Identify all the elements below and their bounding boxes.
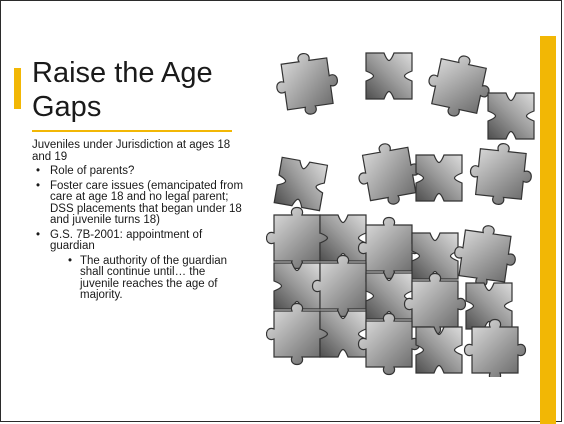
bullet-item-text: G.S. 7B-2001: appointment of guardian [50,228,203,252]
intro-text: Juveniles under Jurisdiction at ages 18 … [32,139,231,163]
right-accent-bar [540,36,556,424]
bullet-item-guardian: G.S. 7B-2001: appointment of guardian Th… [32,228,246,302]
title-underline [32,130,232,132]
sub-bullet-item: The authority of the guardian shall cont… [50,255,246,302]
sub-bullet-list: The authority of the guardian shall cont… [50,255,246,302]
title-accent-bar [14,68,21,109]
slide-title: Raise the Age Gaps [32,57,213,123]
bullet-list: Role of parents? Foster care issues (ema… [32,165,246,302]
slide-body: Juveniles under Jurisdiction at ages 18 … [32,139,246,305]
bullet-item: Role of parents? [32,165,246,178]
puzzle-pieces-image [266,48,536,377]
bullet-item: Foster care issues (emancipated from car… [32,180,246,227]
